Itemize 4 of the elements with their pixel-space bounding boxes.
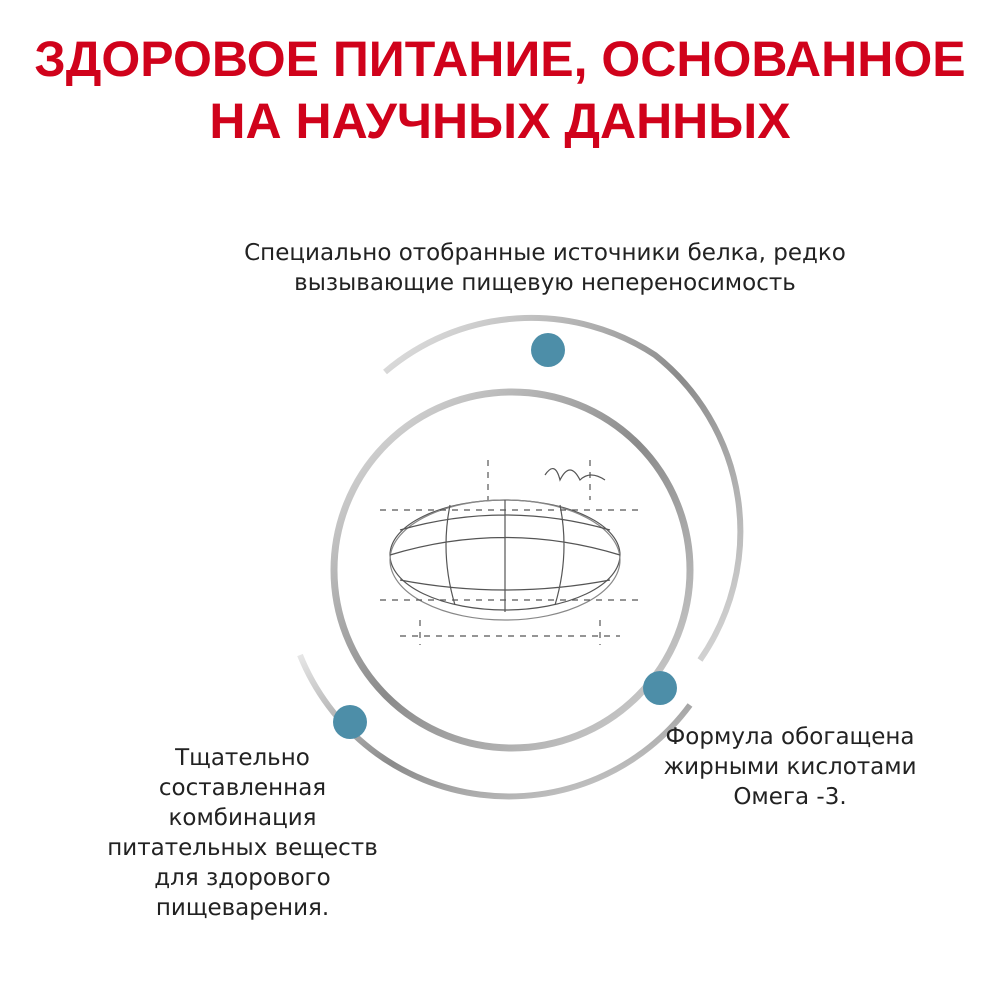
feature-text: Тщательно составленная комбинация питательных веществ для здорового пищеварения. bbox=[106, 744, 379, 923]
feature-text: Специально отобранные источники белка, редко вызывающие пищевую непереносимость bbox=[243, 239, 847, 298]
heading: ЗДОРОВОЕ ПИТАНИЕ, ОСНОВАННОЕ НА НАУЧНЫХ ДАННЫХ bbox=[33, 30, 967, 151]
feature-text: Формула обогащена жирными кислотами Омега -3. bbox=[662, 723, 918, 812]
